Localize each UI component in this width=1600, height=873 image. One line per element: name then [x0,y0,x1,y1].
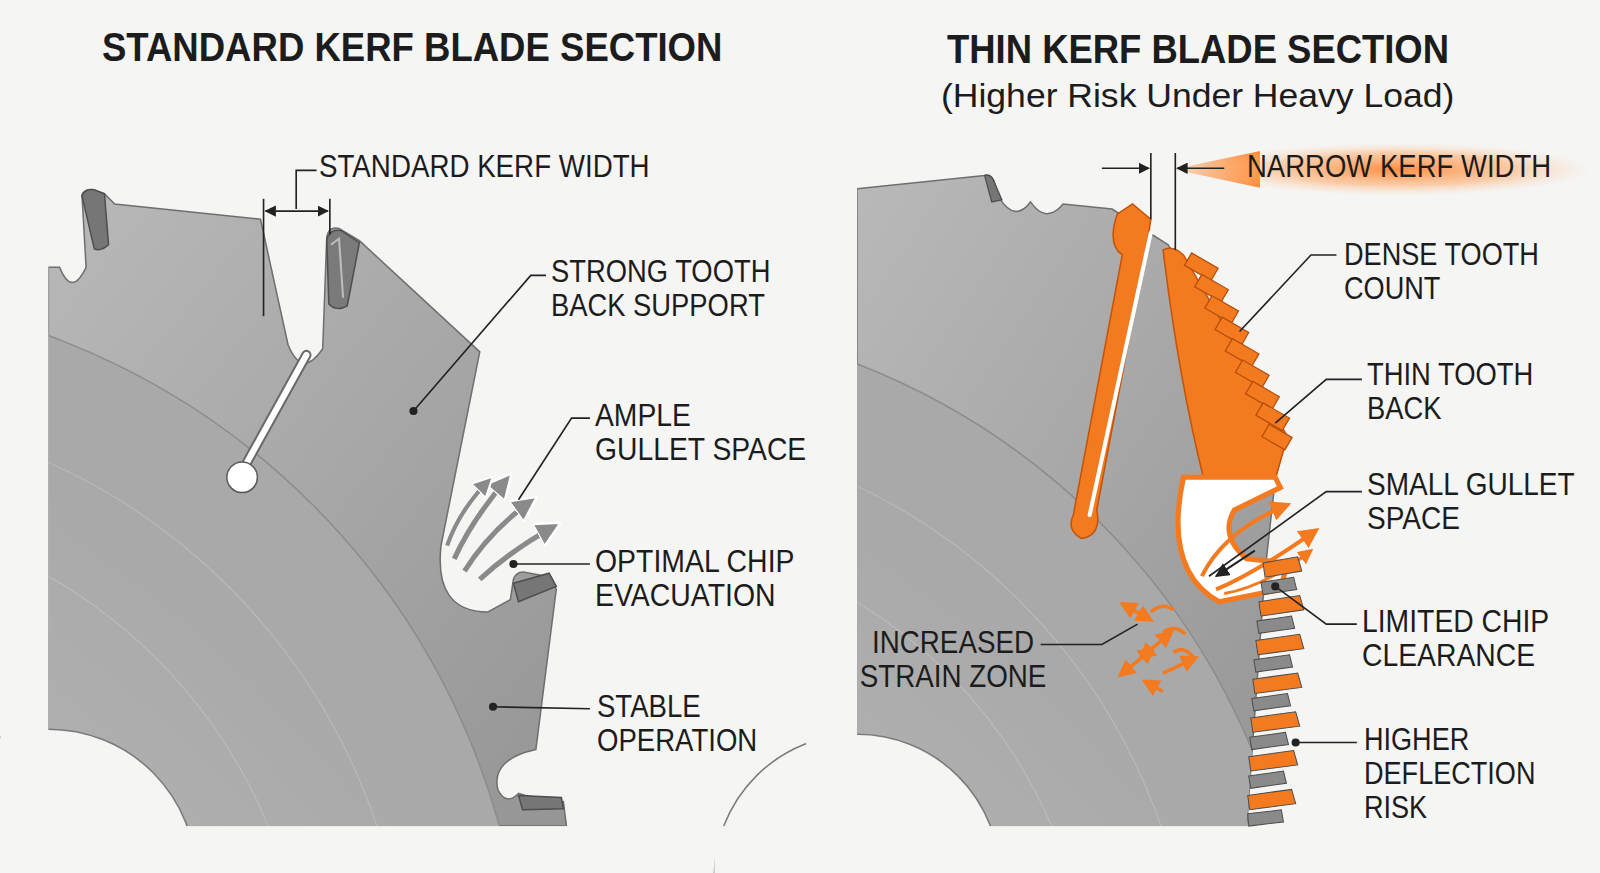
callout-label: AMPLE GULLET SPACE [595,398,806,466]
callout-label: SMALL GULLET SPACE [1367,467,1575,535]
leader-lines [1041,153,1362,742]
thin-kerf-blade [0,173,1326,873]
callout-label: STABLE OPERATION [597,689,599,757]
callout-label: THIN TOOTH BACK [1367,357,1534,425]
panel-subtitle: (Higher Risk Under Heavy Load) [941,76,1455,114]
panel-title: STANDARD KERF BLADE SECTION [102,25,723,69]
standard-blade [0,190,612,873]
leader-lines [264,170,590,708]
callout-label: INCREASED STRAIN ZONE [859,625,1046,693]
callout-label: STANDARD KERF WIDTH [319,149,650,183]
callout-label: STRONG TOOTH BACK SUPPORT [551,254,771,322]
panel-title: THIN KERF BLADE SECTION [947,27,1450,71]
callout-label: HIGHER DEFLECTION RISK [1364,722,1366,824]
callout-label: LIMITED CHIP CLEARANCE [1362,604,1549,672]
callout-label: NARROW KERF WIDTH [1247,149,1551,183]
callout-label: OPTIMAL CHIP EVACUATION [595,544,795,612]
callout-label: DENSE TOOTH COUNT [1344,237,1539,305]
